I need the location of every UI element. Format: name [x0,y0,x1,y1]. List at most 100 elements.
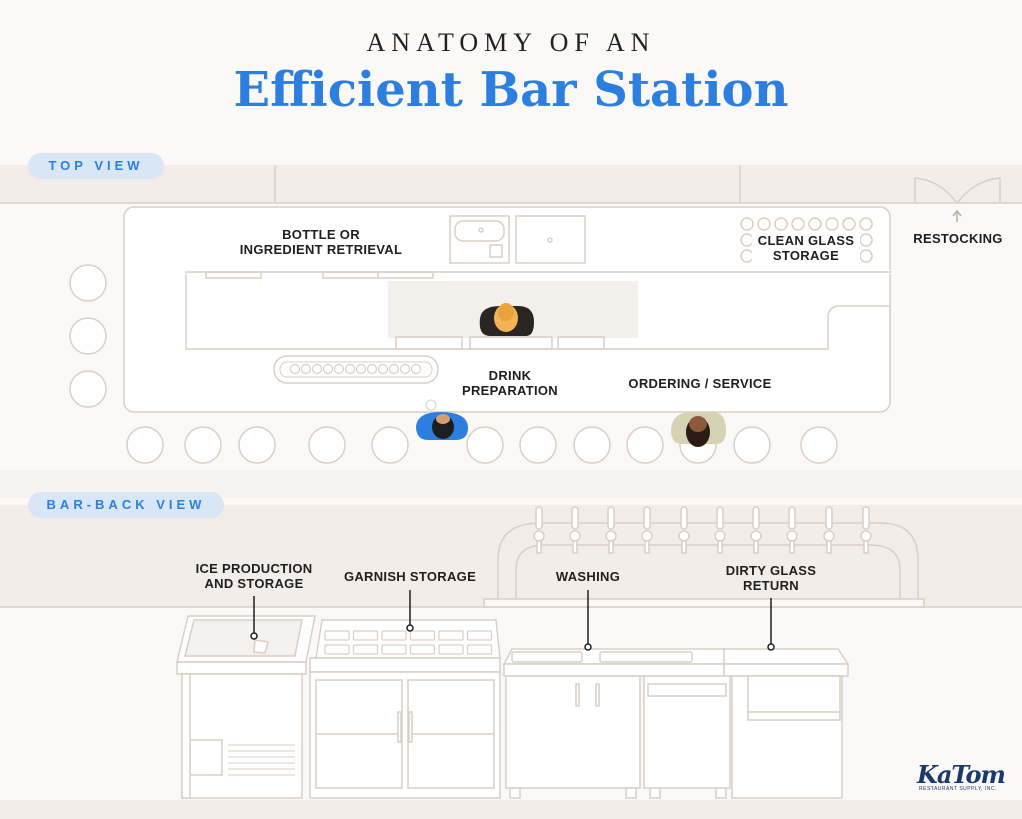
garnish-circle [289,363,301,375]
tap-spout [608,540,614,554]
garnish-tray [466,644,493,655]
tap-handle [607,506,615,530]
leader-lines [250,590,775,651]
tap-handle [571,506,579,530]
tap-handle [788,506,796,530]
stool [800,426,838,464]
beer-tap-tower [483,522,925,608]
tap-spout [753,540,759,554]
garnish-circle [399,363,411,375]
garnish-tray [324,630,350,641]
tap-knob [860,530,872,542]
label-ordering: ORDERING / SERVICE [628,376,772,391]
stool [733,426,771,464]
tap-knob [533,530,545,542]
bar-back-view-pill: BAR-BACK VIEW [28,492,224,518]
stool [238,426,276,464]
tap-spout [863,540,869,554]
garnish-tray [381,630,407,641]
garnish-circle [410,363,422,375]
glass-circle [859,217,873,231]
back-wall-band [0,165,1022,203]
tap-knob [605,530,617,542]
top-view-pill: TOP VIEW [28,153,164,179]
glass-circle [859,233,873,247]
tap-knob [750,530,762,542]
label-ice: ICE PRODUCTION AND STORAGE [195,561,313,591]
tap-handle [752,506,760,530]
label-dirty-glass: DIRTY GLASS RETURN [725,563,817,593]
label-clean-glass: CLEAN GLASS STORAGE [752,233,860,263]
bartender-figure [479,303,534,336]
tap-knob [714,530,726,542]
garnish-tray [438,644,464,655]
label-restocking: RESTOCKING [913,231,1003,246]
tap-handle [680,506,688,530]
label-bottle-retrieval: BOTTLE OR INGREDIENT RETRIEVAL [239,227,403,257]
side-stools [69,264,107,408]
garnish-circle [300,363,312,375]
tap-handle [825,506,833,530]
stool [573,426,611,464]
glass-circle [808,217,822,231]
tap-knob [823,530,835,542]
stool [308,426,346,464]
glass-circle [842,217,856,231]
stool [371,426,409,464]
label-washing: WASHING [555,569,621,584]
garnish-tray [352,630,379,641]
garnish-circle [344,363,356,375]
garnish-tray [438,630,464,641]
glass-circle [825,217,839,231]
label-drink-prep: DRINK PREPARATION [462,368,558,398]
stool [184,426,222,464]
garnish-station [309,619,501,799]
stool [466,426,504,464]
garnish-tray [409,630,436,641]
garnish-circle [388,363,400,375]
stool [626,426,664,464]
stool [519,426,557,464]
tap-spout [789,540,795,554]
tap-handle [643,506,651,530]
katom-logo-sub: RESTAURANT SUPPLY, INC. [919,786,997,792]
garnish-circle [311,363,323,375]
tap-spout [536,540,542,554]
stool [126,426,164,464]
tap-knob [678,530,690,542]
glass-circle [859,249,873,263]
sink-top [449,215,586,264]
garnish-circle [377,363,389,375]
tap-spout [717,540,723,554]
glass-circle [740,217,754,231]
garnish-circle [366,363,378,375]
tap-spout [572,540,578,554]
garnish-circle [333,363,345,375]
tap-spout [644,540,650,554]
barback-figure [416,399,468,440]
garnish-circle [322,363,334,375]
garnish-circle [355,363,367,375]
title-top: ANATOMY OF AN [366,28,656,57]
tap-knob [641,530,653,542]
glass-circle [791,217,805,231]
back-wall [0,505,1022,607]
page-title: Efficient Bar Station [233,62,789,118]
garnish-tray [409,644,436,655]
server-figure [671,412,726,447]
glass-circle [774,217,788,231]
dirty-glass-station [723,648,850,799]
front-stools [126,426,838,464]
tap-handle [716,506,724,530]
tap-knob [569,530,581,542]
garnish-tray [466,630,493,641]
tap-spout [681,540,687,554]
katom-logo: KaTom [917,760,1006,789]
garnish-tray [352,644,379,655]
washing-station [502,648,738,799]
garnish-tray [324,644,350,655]
label-garnish: GARNISH STORAGE [343,569,477,584]
tap-knob [786,530,798,542]
tap-handle [862,506,870,530]
